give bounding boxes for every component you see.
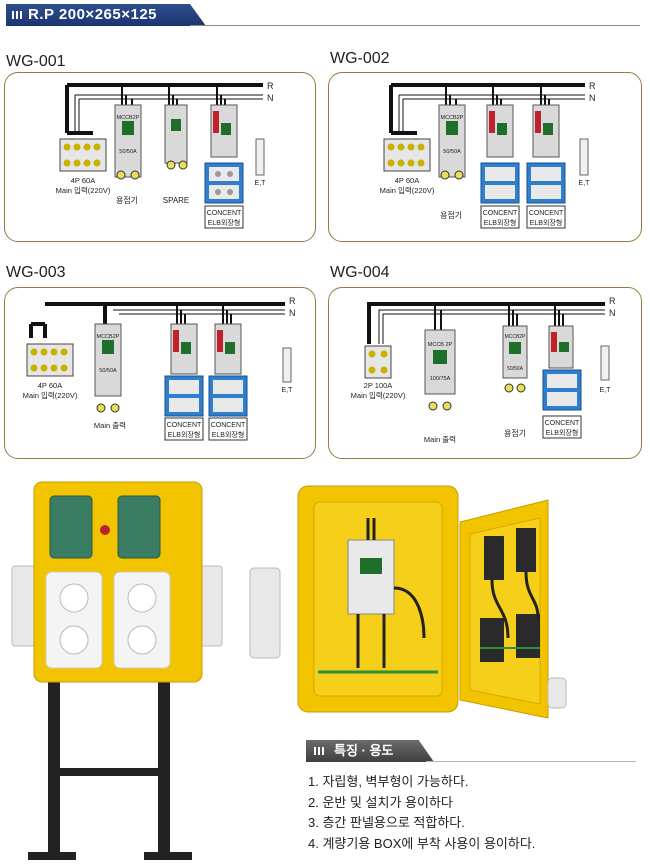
bus-r-label: R xyxy=(267,81,274,91)
panel-title-wg002: WG-002 xyxy=(330,50,390,67)
concent-label: CONCENT xyxy=(545,420,580,427)
diagram-wg001: R N 4P 60A Main 입력(220V) MCCB2P 50/50A 용… xyxy=(4,72,316,242)
earth-terminal xyxy=(600,345,610,381)
elb-label-2: ELB외장형 xyxy=(212,430,245,439)
header-bar xyxy=(6,4,206,26)
concent-label-2: CONCENT xyxy=(529,210,564,217)
features-list: 1. 자립형, 벽부형이 가능하다. 2. 운반 및 설치가 용이하다 3. 층… xyxy=(306,772,636,854)
main-mccb-rating: 100/75A xyxy=(430,376,451,382)
elb-label: ELB외장형 xyxy=(484,218,517,227)
mccb-label: MCCB2P xyxy=(505,334,527,340)
mccb-rating: 50/50A xyxy=(507,366,524,372)
feature-item: 3. 층간 판넬용으로 적합하다. xyxy=(308,815,465,830)
concent-label-2: CONCENT xyxy=(211,422,246,429)
diagram-wg002: R N 4P 60A Main 입력(220V) MCCB2P 50/50A 용… xyxy=(328,72,642,242)
wiring-diagram-wg004: R N 2P 100A Main 입력(220V) MCCB 2P 100/75… xyxy=(351,296,616,444)
et-label: E,T xyxy=(282,387,294,394)
product-photo-closed xyxy=(8,478,238,862)
header-dots-icon xyxy=(12,11,22,19)
main-output-label: Main 출력 xyxy=(424,434,456,444)
bus-n-label: N xyxy=(589,93,596,103)
main-output-label: Main 출력 xyxy=(94,420,126,430)
closed-box-illustration xyxy=(11,481,223,860)
et-label: E,T xyxy=(600,387,612,394)
page-header: R.P 200×265×125 xyxy=(0,4,650,26)
mccb-rating: 50/50A xyxy=(99,368,117,374)
bus-n-label: N xyxy=(289,308,296,318)
mccb-breaker xyxy=(438,104,466,178)
features-rule xyxy=(426,761,636,762)
concent-label: CONCENT xyxy=(483,210,518,217)
wiring-diagram-wg002: R N 4P 60A Main 입력(220V) MCCB2P 50/50A 용… xyxy=(380,81,596,229)
features-heading: 특징 · 용도 xyxy=(334,743,394,758)
main-spec-label: 4P 60A xyxy=(71,176,95,185)
et-label: E,T xyxy=(579,180,591,187)
diagram-wg004: R N 2P 100A Main 입력(220V) MCCB 2P 100/75… xyxy=(328,287,642,459)
main-mccb-label: MCCB 2P xyxy=(428,342,453,348)
welder-label: 용접기 xyxy=(504,428,526,438)
mccb-breaker xyxy=(114,104,142,178)
open-box-illustration xyxy=(249,485,567,719)
earth-terminal xyxy=(579,138,589,176)
concent-label: CONCENT xyxy=(167,422,202,429)
main-spec-label: 4P 60A xyxy=(395,176,419,185)
et-label: E,T xyxy=(255,180,267,187)
mccb-rating: 50/50A xyxy=(443,149,461,155)
main-input-label: Main 입력(220V) xyxy=(380,186,435,195)
spare-label: SPARE xyxy=(163,196,190,205)
mccb-label: MCCB2P xyxy=(441,115,464,121)
elb-label: ELB외장형 xyxy=(168,430,201,439)
mccb-label: MCCB2P xyxy=(117,115,140,121)
elb-label: ELB외장형 xyxy=(546,428,579,437)
bus-r-label: R xyxy=(609,296,616,306)
wiring-diagram-wg001: R N 4P 60A Main 입력(220V) MCCB2P 50/50A 용… xyxy=(56,81,274,229)
diagram-wg003: R N 4P 60A Main 입력(220V) MCCB2P 50/50A M… xyxy=(4,287,316,459)
earth-terminal xyxy=(282,347,292,383)
page-title: R.P 200×265×125 xyxy=(28,6,158,23)
panel-title-wg004: WG-004 xyxy=(330,264,390,281)
main-input-label: Main 입력(220V) xyxy=(351,391,406,400)
main-spec-label: 2P 100A xyxy=(364,381,393,390)
main-terminal-block xyxy=(59,138,107,172)
header-rule xyxy=(190,25,640,26)
spare-breaker xyxy=(164,104,188,164)
mccb-label: MCCB2P xyxy=(97,334,120,340)
bus-r-label: R xyxy=(589,81,596,91)
welder-label: 용접기 xyxy=(116,195,138,205)
elb-label: ELB외장형 xyxy=(208,218,241,227)
feature-item: 2. 운반 및 설치가 용이하다 xyxy=(308,794,453,810)
mccb-breaker xyxy=(94,323,122,397)
main-terminal-block xyxy=(364,345,392,379)
features-section: 특징 · 용도 1. 자립형, 벽부형이 가능하다. 2. 운반 및 설치가 용… xyxy=(306,740,636,854)
main-terminal-block xyxy=(26,343,74,377)
bus-r-label: R xyxy=(289,296,296,306)
concent-label: CONCENT xyxy=(207,210,242,217)
main-spec-label: 4P 60A xyxy=(38,381,62,390)
main-input-label: Main 입력(220V) xyxy=(23,391,78,400)
wiring-diagram-wg003: R N 4P 60A Main 입력(220V) MCCB2P 50/50A M… xyxy=(23,296,296,441)
earth-terminal xyxy=(255,138,265,176)
feature-item: 1. 자립형, 벽부형이 가능하다. xyxy=(308,774,469,789)
welder-label: 용접기 xyxy=(440,210,462,220)
features-heading-tag: 특징 · 용도 xyxy=(306,740,434,762)
panel-title-wg003: WG-003 xyxy=(6,264,66,281)
bus-n-label: N xyxy=(609,308,616,318)
panel-title-wg001: WG-001 xyxy=(6,53,66,70)
bus-n-label: N xyxy=(267,93,274,103)
feature-item: 4. 계량기용 BOX에 부착 사용이 용이하다. xyxy=(308,835,536,851)
elb-label-2: ELB외장형 xyxy=(530,218,563,227)
main-terminal-block xyxy=(383,138,431,172)
mccb-rating: 50/50A xyxy=(119,149,137,155)
main-input-label: Main 입력(220V) xyxy=(56,186,111,195)
heading-dots-icon xyxy=(314,747,324,755)
product-photo-open xyxy=(248,478,640,734)
